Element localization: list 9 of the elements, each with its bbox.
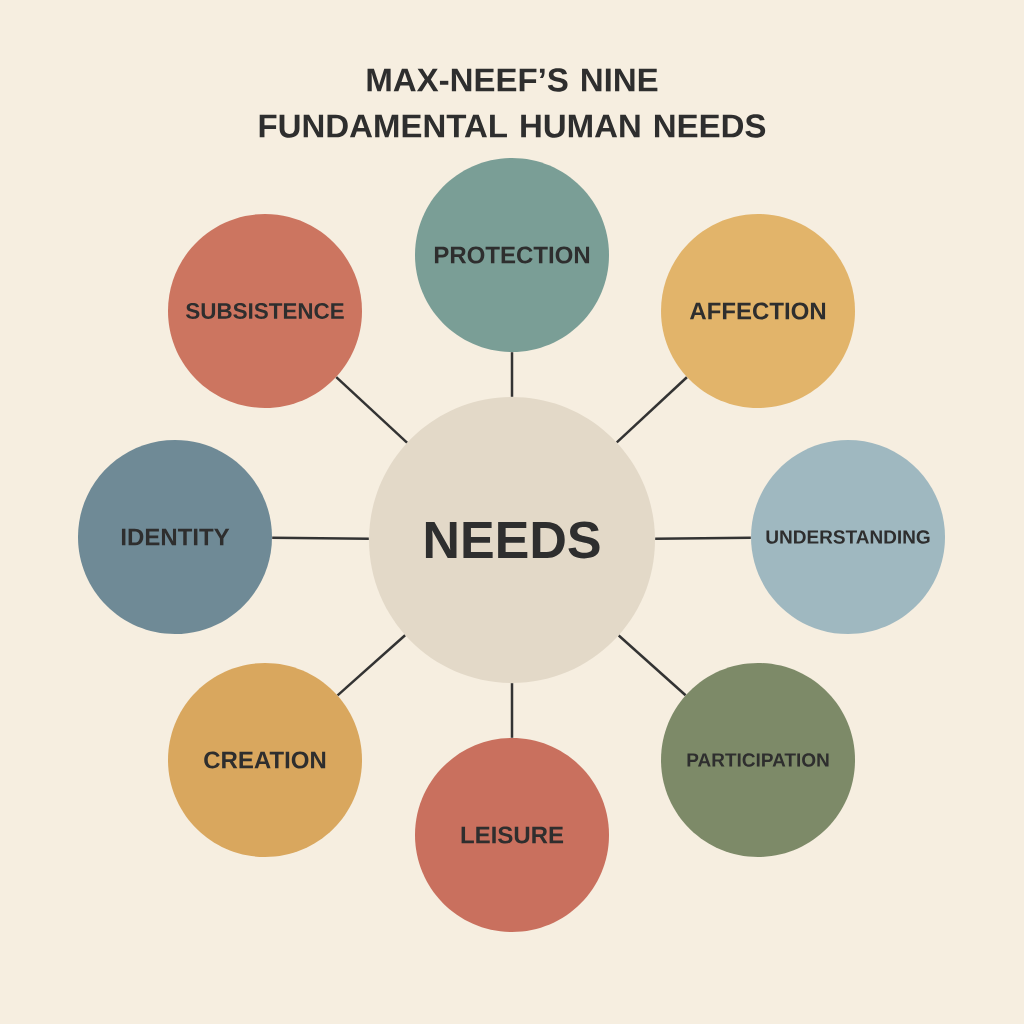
- title: MAX-NEEF’S NINE FUNDAMENTAL HUMAN NEEDS: [259, 68, 766, 138]
- connector-line: [615, 376, 688, 444]
- connector-line: [655, 536, 751, 540]
- connector-line: [617, 634, 687, 697]
- connector-line: [510, 352, 514, 397]
- connector-line: [335, 376, 408, 444]
- connector-line: [272, 536, 369, 540]
- connector-line: [510, 683, 514, 738]
- connector-line: [336, 634, 406, 697]
